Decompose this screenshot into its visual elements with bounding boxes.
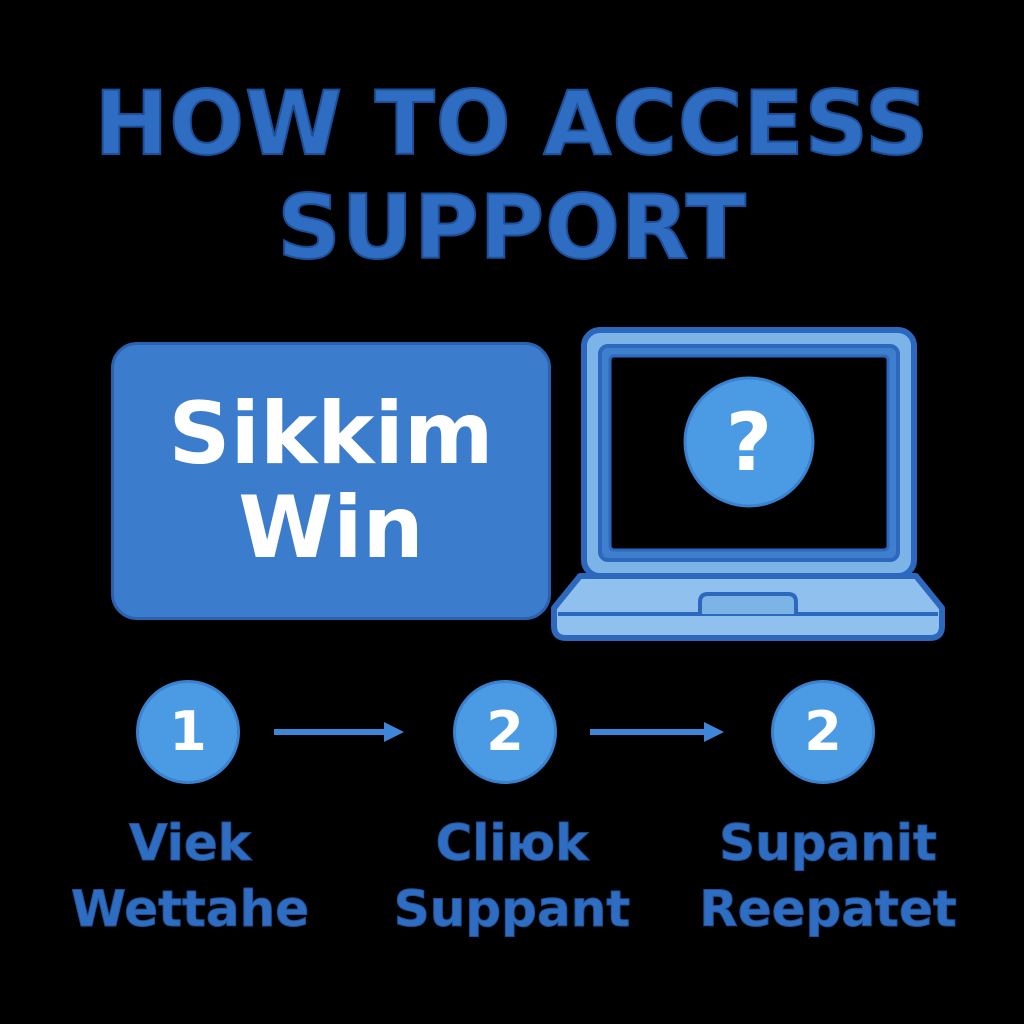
laptop-icon: ? <box>551 327 945 641</box>
step-1-label-line-2: Wettahe <box>70 880 310 939</box>
arrow-right-icon <box>274 722 404 742</box>
page-title: HOW TO ACCESS SUPPORT <box>0 71 1024 280</box>
step-1-label: Viek Wettahe <box>40 810 340 942</box>
step-1-label-line-1: Viek <box>128 814 252 873</box>
step-1-number: 1 <box>169 700 207 763</box>
brand-name-line-2: Win <box>238 478 424 578</box>
step-3-circle: 2 <box>771 680 875 784</box>
step-3-label: Supanit Reepatet <box>678 810 978 942</box>
step-1-circle: 1 <box>136 680 240 784</box>
question-mark-icon: ? <box>726 396 772 489</box>
title-line-2: SUPPORT <box>276 175 747 280</box>
title-line-1: HOW TO ACCESS <box>94 71 930 176</box>
step-3-label-line-1: Supanit <box>719 814 938 873</box>
step-2-circle: 2 <box>453 680 557 784</box>
brand-box: Sikkim Win <box>111 342 551 620</box>
step-2-label-line-2: Suppant <box>393 880 631 939</box>
brand-name-line-1: Sikkim <box>168 384 494 484</box>
step-2-number: 2 <box>486 700 524 763</box>
question-circle <box>683 376 815 508</box>
step-2-label: Cliюk Suppant <box>362 810 662 942</box>
step-2-label-line-1: Cliюk <box>435 814 589 873</box>
laptop-trackpad <box>698 592 798 614</box>
arrow-right-icon <box>590 722 724 742</box>
step-3-label-line-2: Reepatet <box>699 880 958 939</box>
step-3-number: 2 <box>804 700 842 763</box>
